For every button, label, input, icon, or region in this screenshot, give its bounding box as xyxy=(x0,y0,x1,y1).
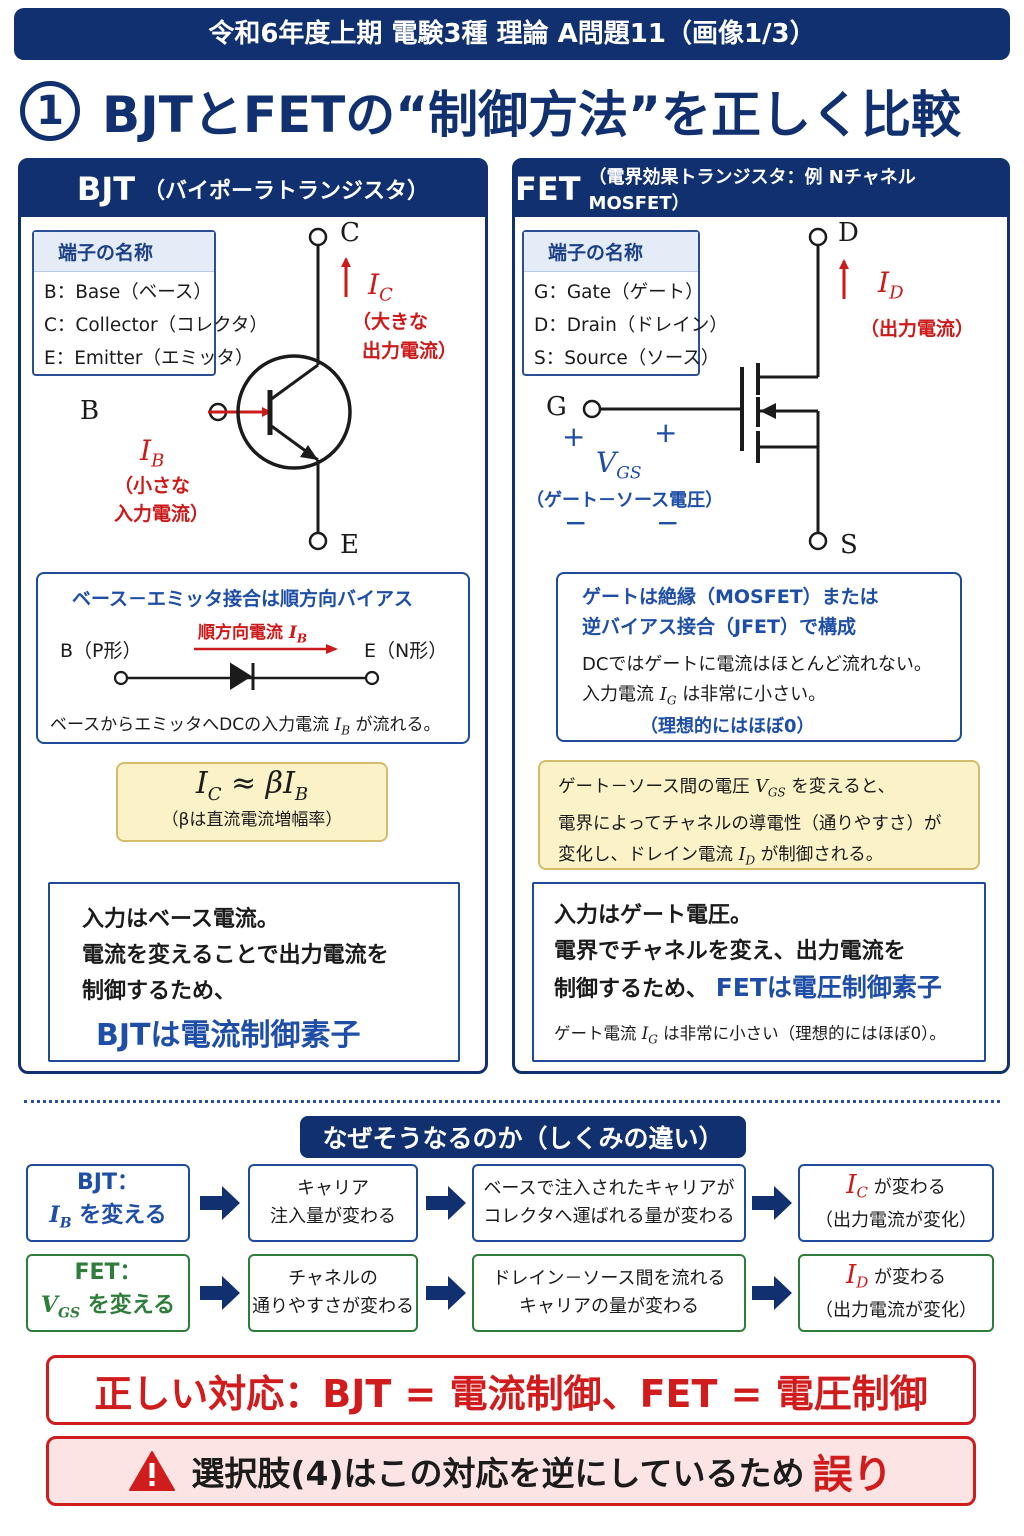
fet-terms-title: 端子の名称 xyxy=(524,232,698,272)
fet-field-box: ゲート－ソース間の電圧 VGS を変えると、 電界によってチャネルの導電性（通り… xyxy=(538,760,980,870)
wrong-word: 誤り xyxy=(812,1452,893,1498)
title-text: BJTとFETの“制御方法”を正しく比較 xyxy=(102,86,961,144)
fet-symbol xyxy=(582,227,849,551)
fet-pin-d: D xyxy=(838,218,859,248)
why-heading: なぜそうなるのか（しくみの違い） xyxy=(300,1116,746,1158)
junction-note: ベースからエミッタへDCの入力電流 IB が流れる。 xyxy=(50,715,441,738)
bjt-pin-b: B xyxy=(80,396,100,426)
bjt-summary-box: 入力はベース電流。 電流を変えることで出力電流を 制御するため、 BJTは電流制… xyxy=(48,882,460,1062)
bjt-emitter-terminal xyxy=(308,531,328,551)
bjt-terms-title: 端子の名称 xyxy=(34,232,214,272)
header-bar: 令和6年度上期 電験3種 理論 A問題11（画像1/3） xyxy=(14,8,1010,60)
fet-heading: FET xyxy=(515,170,581,208)
bjt-pin-c: C xyxy=(340,218,360,248)
fet-summary-line-1: 入力はゲート電圧。 xyxy=(554,903,753,928)
fet-source-terminal xyxy=(808,531,828,551)
section-divider xyxy=(24,1100,1000,1103)
page-title: 1 BJTとFETの“制御方法”を正しく比較 xyxy=(20,72,1010,150)
fet-summary-box: 入力はゲート電圧。 電界でチャネルを変え、出力電流を 制御するため、 FETは電… xyxy=(532,882,986,1062)
fet-summary-line-2: 電界でチャネルを変え、出力電流を xyxy=(554,939,906,964)
field-line-3: 変化し、ドレイン電流 ID が制御される。 xyxy=(558,844,884,868)
bjt-formula-box: IC ≈ βIB （βは直流電流増幅率） xyxy=(116,762,388,842)
bjt-summary-line-3: 制御するため、 xyxy=(82,979,237,1004)
fet-summary-line-3: 制御するため、 FETは電圧制御素子 xyxy=(554,973,942,1002)
bjt-formula: IC ≈ βIB xyxy=(195,766,309,805)
bjt-summary-line-1: 入力はベース電流。 xyxy=(82,907,279,932)
field-line-1: ゲート－ソース間の電圧 VGS を変えると、 xyxy=(558,777,896,800)
junction-left: B（P形） xyxy=(60,640,142,662)
bjt-flow-step-1: キャリア 注入量が変わる xyxy=(248,1164,418,1242)
fet-term-source: S：Source（ソース） xyxy=(534,348,720,369)
bjt-ib-desc: （小さな 入力電流） xyxy=(114,475,210,525)
bjt-flow-arrow-1 xyxy=(200,1186,240,1220)
fet-term-gate: G：Gate（ゲート） xyxy=(534,282,704,303)
gate-title: ゲートは絶縁（MOSFET）または 逆バイアス接合（JFET）で構成 xyxy=(582,586,879,638)
wrong-statement: 選択肢(4)はこの対応を逆にしているため 誤り xyxy=(46,1436,976,1506)
gate-ideal: （理想的にはほぼ0） xyxy=(640,716,815,737)
vgs-label: VGS xyxy=(596,446,642,484)
bjt-junction-box: ベース－エミッタ接合は順方向バイアス B（P形） E（N形） 順方向電流 IB … xyxy=(36,572,470,744)
junction-right: E（N形） xyxy=(364,640,448,662)
bjt-summary-line-2: 電流を変えることで出力電流を xyxy=(82,943,389,968)
fet-pin-s: S xyxy=(840,530,858,560)
wrong-statement-text: 選択肢(4)はこの対応を逆にしているため xyxy=(191,1454,805,1493)
bjt-flow-arrow-3 xyxy=(752,1186,792,1220)
bjt-term-collector: C：Collector（コレクタ） xyxy=(44,315,268,336)
bjt-symbol xyxy=(208,227,352,551)
bjt-formula-note: （βは直流電流増幅率） xyxy=(161,810,343,830)
bjt-collector-terminal xyxy=(308,227,328,247)
fet-conclusion: FETは電圧制御素子 xyxy=(715,973,942,1002)
bjt-heading-sub: （バイポーラトランジスタ） xyxy=(143,179,430,204)
fet-panel-header: FET （電界効果トランジスタ：例 Nチャネル MOSFET） xyxy=(515,161,1007,217)
section-number: 1 xyxy=(20,81,80,141)
correct-statement: 正しい対応：BJT = 電流制御、FET = 電圧制御 xyxy=(46,1355,976,1425)
fet-drain-terminal xyxy=(808,227,828,247)
field-line-2: 電界によってチャネルの導電性（通りやすさ）が xyxy=(558,813,942,834)
bjt-ib-label: IB xyxy=(140,434,165,472)
junction-arrow-label: 順方向電流 IB xyxy=(198,623,308,646)
vgs-plus-left: + xyxy=(562,420,586,453)
junction-title: ベース－エミッタ接合は順方向バイアス xyxy=(72,588,414,610)
bjt-terms-box: 端子の名称 B：Base（ベース） C：Collector（コレクタ） E：Em… xyxy=(32,230,268,376)
fet-gate-terminal xyxy=(582,399,602,419)
fet-pin-g: G xyxy=(546,392,567,422)
fet-term-drain: D：Drain（ドレイン） xyxy=(534,315,728,336)
fet-flow-label: FET： VGS を変える xyxy=(26,1254,190,1332)
bjt-panel-header: BJT （バイポーラトランジスタ） xyxy=(21,161,485,217)
fet-flow-arrow-2 xyxy=(426,1276,466,1310)
bjt-flow-arrow-2 xyxy=(426,1186,466,1220)
bjt-term-base: B：Base（ベース） xyxy=(44,282,212,303)
bjt-ic-desc: （大きな 出力電流） xyxy=(352,311,458,362)
fet-flow-output: ID が変わる （出力電流が変化） xyxy=(798,1254,994,1332)
vgs-desc: （ゲート－ソース電圧） xyxy=(526,490,724,511)
fet-summary-note: ゲート電流 IG は非常に小さい（理想的にはほぼ0）。 xyxy=(554,1024,946,1047)
bjt-flow-output: IC が変わる （出力電流が変化） xyxy=(798,1164,994,1242)
bjt-term-emitter: E：Emitter（エミッタ） xyxy=(44,348,254,369)
bjt-pin-e: E xyxy=(340,530,359,560)
fet-gate-box: ゲートは絶縁（MOSFET）または 逆バイアス接合（JFET）で構成 DCではゲ… xyxy=(556,572,962,742)
bjt-heading: BJT xyxy=(76,170,136,208)
fet-id-label: ID xyxy=(878,266,904,304)
gate-body: DCではゲートに電流はほとんど流れない。 入力電流 IG は非常に小さい。 xyxy=(582,654,932,708)
warning-icon xyxy=(129,1451,176,1491)
junction-diode xyxy=(113,644,380,690)
fet-flow-arrow-3 xyxy=(752,1276,792,1310)
fet-flow-arrow-1 xyxy=(200,1276,240,1310)
vgs-minus-left: − xyxy=(564,506,588,539)
bjt-ic-label: IC xyxy=(368,268,393,306)
fet-heading-sub: （電界効果トランジスタ：例 Nチャネル MOSFET） xyxy=(588,167,916,214)
bjt-flow-step-2: ベースで注入されたキャリアが コレクタへ運ばれる量が変わる xyxy=(472,1164,746,1242)
fet-terms-box: 端子の名称 G：Gate（ゲート） D：Drain（ドレイン） S：Source… xyxy=(522,230,728,376)
fet-id-desc: （出力電流） xyxy=(860,318,975,340)
vgs-plus-right: + xyxy=(654,416,678,449)
bjt-conclusion: BJTは電流制御素子 xyxy=(96,1018,361,1053)
bjt-body-circle xyxy=(236,354,352,470)
fet-flow-step-1: チャネルの 通りやすさが変わる xyxy=(248,1254,418,1332)
fet-flow-step-2: ドレイン－ソース間を流れる キャリアの量が変わる xyxy=(472,1254,746,1332)
vgs-minus-right: − xyxy=(656,506,680,539)
bjt-flow-label: BJT： IB を変える xyxy=(26,1164,190,1242)
